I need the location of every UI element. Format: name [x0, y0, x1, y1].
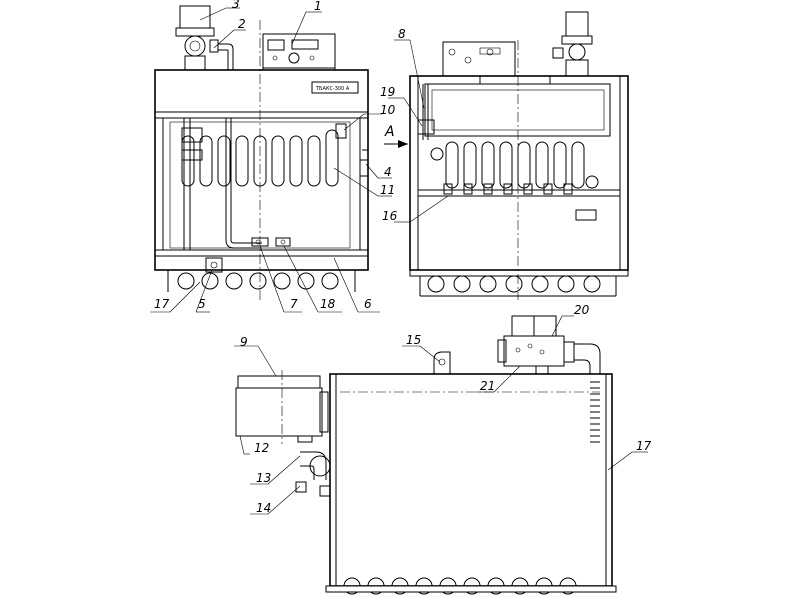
- burner-row-side: [427, 275, 601, 293]
- callout-20: 20: [574, 303, 590, 317]
- callout-1: 1: [314, 0, 322, 13]
- callout-19: 19: [380, 85, 395, 99]
- plan-view: [235, 315, 617, 595]
- callout-12: 12: [254, 441, 269, 455]
- nameplate-text: ТБАКС-300 А: [315, 86, 350, 92]
- view-marker: A: [384, 124, 395, 140]
- heat-exchanger-coils-front: [181, 123, 347, 187]
- view-arrow-a: A: [384, 124, 408, 148]
- callout-2: 2: [238, 17, 246, 31]
- front-view: ТБАКС-300 А: [154, 5, 369, 300]
- leader-lines: [150, 7, 648, 515]
- side-view-a: [409, 11, 629, 300]
- callout-8: 8: [398, 27, 406, 41]
- callout-7: 7: [290, 297, 298, 311]
- callout-13: 13: [256, 471, 271, 485]
- callout-11: 11: [380, 183, 395, 197]
- callout-17-plan: 17: [636, 439, 652, 453]
- callout-10: 10: [380, 103, 396, 117]
- callout-17-front: 17: [154, 297, 170, 311]
- heat-exchanger-coils-side: [445, 141, 585, 189]
- callout-14: 14: [256, 501, 271, 515]
- callout-16: 16: [382, 209, 398, 223]
- vent-slots: [590, 381, 600, 443]
- callout-6: 6: [364, 297, 372, 311]
- callout-3: 3: [232, 0, 240, 11]
- burner-row-front: [177, 272, 339, 290]
- position-numbers: 1 2 3 4 5 6 7 8 9 10 11 12 13 14 15 16 1…: [154, 0, 652, 515]
- callout-5: 5: [198, 297, 206, 311]
- burner-nozzles: [443, 183, 573, 195]
- callout-21: 21: [480, 379, 495, 393]
- callout-15: 15: [406, 333, 421, 347]
- callout-18: 18: [320, 297, 336, 311]
- callout-4: 4: [384, 165, 392, 179]
- callout-9: 9: [240, 335, 248, 349]
